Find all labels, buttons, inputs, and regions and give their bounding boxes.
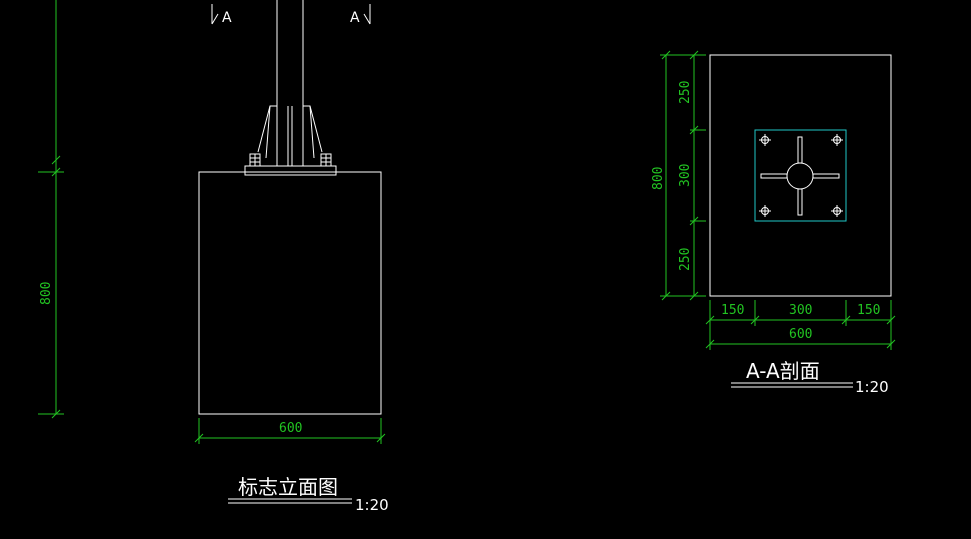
section-dim-top: 250 bbox=[678, 81, 693, 104]
foundation-block bbox=[198, 171, 382, 415]
bolt-hole-bottom-right bbox=[831, 205, 843, 217]
post-section-circle bbox=[786, 162, 814, 190]
rib-right bbox=[812, 173, 840, 179]
rib-top bbox=[797, 136, 803, 164]
section-marker-right-label: A bbox=[350, 10, 360, 26]
section-dim-center: 300 bbox=[789, 303, 812, 318]
section-inner-vertical-dimension: 250 300 250 bbox=[678, 50, 706, 301]
height-dimension: 800 bbox=[38, 0, 64, 419]
section-marker-left-label: A bbox=[222, 10, 232, 26]
elevation-title: 标志立面图 bbox=[238, 475, 338, 499]
base-plate bbox=[244, 165, 337, 176]
rib-left bbox=[760, 173, 788, 179]
bolt-hole-top-right bbox=[831, 134, 843, 146]
section-dim-left: 150 bbox=[721, 303, 744, 318]
section-width-dimension: 600 bbox=[705, 326, 896, 350]
section-dim-bottom: 250 bbox=[678, 248, 693, 271]
section-height-dimension: 800 bbox=[651, 50, 706, 301]
elevation-view: A A bbox=[38, 0, 389, 514]
section-base-plate bbox=[754, 129, 847, 222]
section-foundation bbox=[709, 54, 892, 297]
section-title-block: A-A剖面 1:20 bbox=[731, 359, 889, 396]
section-dim-middle: 300 bbox=[678, 164, 693, 187]
section-view: 800 250 300 250 150 300 bbox=[651, 50, 896, 396]
section-marker-left: A bbox=[211, 4, 232, 26]
section-title: A-A剖面 bbox=[746, 359, 820, 383]
anchor-bolt-right bbox=[320, 153, 332, 167]
elevation-scale: 1:20 bbox=[355, 496, 389, 514]
section-scale: 1:20 bbox=[855, 378, 889, 396]
bolt-hole-top-left bbox=[759, 134, 771, 146]
section-dim-right: 150 bbox=[857, 303, 880, 318]
rib-bottom bbox=[797, 188, 803, 216]
section-width-label: 600 bbox=[789, 327, 812, 342]
width-dimension-label: 600 bbox=[279, 421, 302, 436]
post-column bbox=[257, 0, 323, 166]
height-dimension-label: 800 bbox=[39, 282, 54, 305]
bolt-hole-bottom-left bbox=[759, 205, 771, 217]
section-inner-horizontal-dimension: 150 300 150 bbox=[705, 300, 896, 326]
section-marker-right: A bbox=[350, 4, 371, 26]
section-height-label: 800 bbox=[651, 167, 666, 190]
anchor-bolt-left bbox=[249, 153, 261, 167]
width-dimension: 600 bbox=[194, 418, 386, 444]
elevation-title-block: 标志立面图 1:20 bbox=[228, 475, 389, 514]
